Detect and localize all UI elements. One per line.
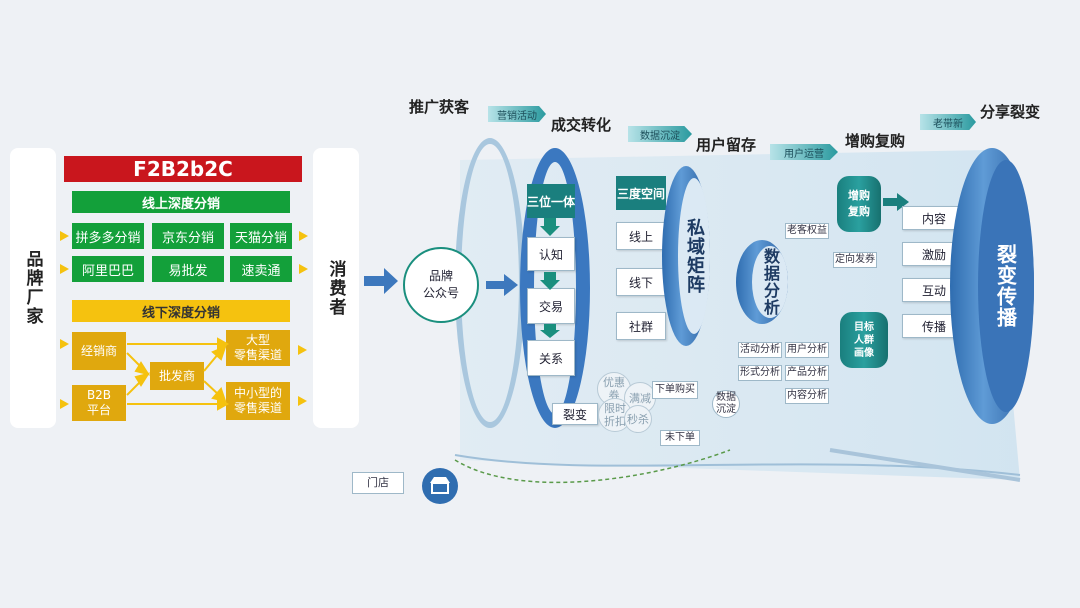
analysis-top-tag: 定向发券 bbox=[833, 252, 877, 268]
flow-arrow-icon bbox=[486, 274, 518, 296]
stage-tag: 营销活动 bbox=[488, 106, 546, 122]
arrow-icon bbox=[60, 264, 69, 274]
trinity-item: 认知 bbox=[527, 237, 575, 271]
stage-label: 增购复购 bbox=[845, 132, 906, 150]
brand-panel: 品牌厂家 bbox=[10, 148, 56, 428]
offline-connectors bbox=[60, 337, 307, 411]
model-title: F2B2b2C bbox=[64, 156, 302, 182]
repurchase-block: 增购 复购 bbox=[837, 176, 881, 232]
trinity-arrows bbox=[540, 218, 560, 338]
stage-label: 推广获客 bbox=[409, 98, 470, 116]
stage-label: 成交转化 bbox=[551, 116, 612, 134]
stage-tag: 老带新 bbox=[920, 114, 976, 130]
data-analysis-label: 数据分析 bbox=[761, 248, 780, 316]
consumer-label: 消费者 bbox=[325, 259, 346, 317]
analysis-tag: 活动分析 bbox=[738, 342, 782, 358]
b2b-platform-box: B2B 平台 bbox=[72, 385, 126, 421]
brand-label: 品牌厂家 bbox=[22, 250, 43, 326]
arrow-icon bbox=[299, 231, 308, 241]
analysis-tag: 形式分析 bbox=[738, 365, 782, 381]
brand-official-account: 品牌 公众号 bbox=[403, 247, 479, 323]
arrow-icon bbox=[299, 264, 308, 274]
data-settle-tag: 数据 沉淀 bbox=[712, 390, 740, 418]
stage-tag: 用户运营 bbox=[770, 144, 838, 160]
flow-arrow-icon bbox=[364, 268, 398, 294]
large-retail-box: 大型 零售渠道 bbox=[226, 330, 290, 366]
online-item: 速卖通 bbox=[230, 256, 292, 282]
arrow-icon bbox=[60, 231, 69, 241]
small-retail-box: 中小型的 零售渠道 bbox=[226, 382, 290, 420]
online-item: 天猫分销 bbox=[230, 223, 292, 249]
no-order-tag: 未下单 bbox=[660, 430, 700, 446]
analysis-tag: 内容分析 bbox=[785, 388, 829, 404]
store-tag: 门店 bbox=[352, 472, 404, 494]
wholesaler-box: 批发商 bbox=[150, 362, 204, 390]
stage-tag: 数据沉淀 bbox=[628, 126, 692, 142]
online-item: 京东分销 bbox=[152, 223, 224, 249]
fission-box: 裂变 bbox=[552, 403, 598, 425]
private-matrix-label: 私域矩阵 bbox=[684, 218, 705, 294]
private-matrix-face: 私域矩阵 bbox=[678, 178, 710, 334]
three-space-item: 线上 bbox=[616, 222, 666, 250]
analysis-tag: 用户分析 bbox=[785, 342, 829, 358]
trinity-title: 三位一体 bbox=[527, 184, 575, 218]
three-space-title: 三度空间 bbox=[616, 176, 666, 210]
online-item: 阿里巴巴 bbox=[72, 256, 144, 282]
online-item: 易批发 bbox=[152, 256, 224, 282]
fission-spread-face: 裂变传播 bbox=[978, 160, 1034, 412]
trinity-item: 交易 bbox=[527, 288, 575, 324]
target-portrait-block: 目标 人群 画像 bbox=[840, 312, 888, 368]
stage-label: 分享裂变 bbox=[980, 103, 1041, 121]
online-distribution-title: 线上深度分销 bbox=[72, 191, 290, 213]
three-space-item: 线下 bbox=[616, 268, 666, 296]
store-icon bbox=[422, 468, 458, 504]
three-space-item: 社群 bbox=[616, 312, 666, 340]
order-placed-tag: 下单购买 bbox=[652, 381, 698, 399]
fission-spread-label: 裂变传播 bbox=[993, 244, 1018, 328]
coupon-circle: 秒杀 bbox=[624, 405, 652, 433]
trinity-item: 关系 bbox=[527, 340, 575, 376]
analysis-top-tag: 老客权益 bbox=[785, 223, 829, 239]
analysis-tag: 产品分析 bbox=[785, 365, 829, 381]
consumer-panel: 消费者 bbox=[313, 148, 359, 428]
distributor-box: 经销商 bbox=[72, 332, 126, 370]
online-item: 拼多多分销 bbox=[72, 223, 144, 249]
stage-label: 用户留存 bbox=[696, 136, 757, 154]
offline-distribution-title: 线下深度分销 bbox=[72, 300, 290, 322]
data-analysis-face: 数据分析 bbox=[752, 246, 788, 318]
